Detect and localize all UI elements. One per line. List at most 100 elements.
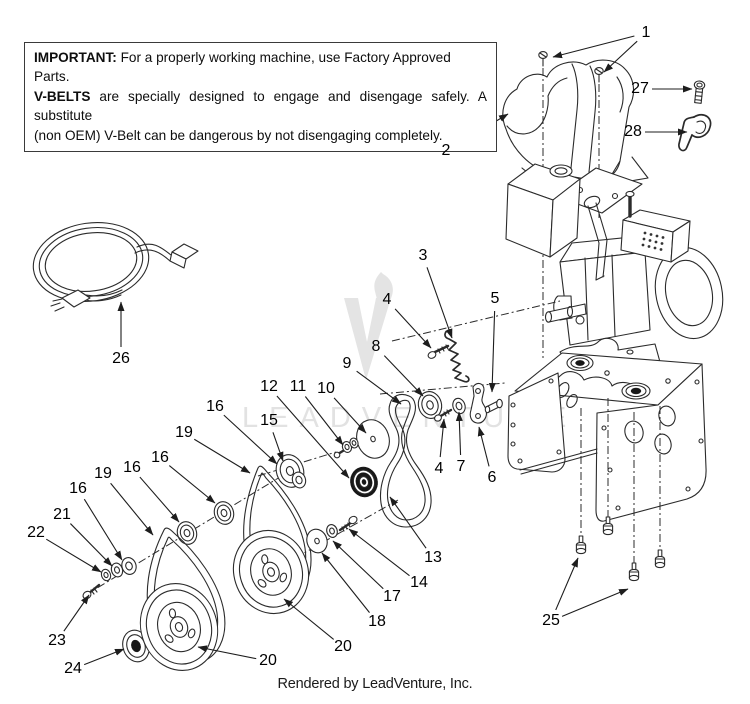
leader-arrow	[70, 523, 113, 567]
washer-17	[326, 524, 338, 538]
carriage-bolt	[575, 535, 587, 555]
leader-arrow	[321, 552, 370, 613]
leader-arrow	[383, 355, 424, 397]
leader-arrow	[83, 498, 123, 561]
carriage-bolt	[628, 562, 640, 582]
footer-credit: Rendered by LeadVenture, Inc.	[277, 676, 473, 692]
fuel-tank	[505, 163, 643, 258]
part-number-label: 4	[434, 460, 444, 477]
leader-arrow	[488, 310, 496, 393]
part-number-label: 13	[424, 549, 442, 566]
carriage-bolt	[602, 516, 614, 536]
idler-pulley-8	[417, 391, 443, 419]
callout-leader-lines	[46, 35, 693, 666]
warning-line-2: V-BELTS are specially designed to engage…	[34, 88, 487, 124]
leader-arrow	[439, 418, 447, 458]
leader-arrow	[46, 538, 102, 573]
part-number-label: 15	[260, 412, 278, 429]
washer-21	[110, 562, 124, 578]
pivot-pin-5	[484, 398, 503, 414]
part-number-label: 10	[317, 380, 335, 397]
leader-arrow	[110, 482, 154, 536]
part-number-label: 26	[112, 350, 130, 367]
part-number-label: 4	[382, 291, 392, 308]
warning-vbelts-label: V-BELTS	[34, 88, 91, 104]
flanged-washer-16	[213, 501, 235, 525]
warning-important-label: IMPORTANT:	[34, 50, 117, 65]
part-number-label: 2	[441, 142, 451, 159]
wire-clip-28	[678, 113, 712, 152]
part-number-label: 16	[206, 398, 224, 415]
leader-arrow	[272, 432, 284, 462]
leader-arrow	[333, 397, 367, 434]
part-number-label: 19	[175, 424, 193, 441]
washer-22	[100, 568, 112, 582]
leader-arrow	[168, 465, 216, 504]
part-number-label: 22	[27, 524, 45, 541]
leader-arrow	[552, 35, 635, 59]
part-number-label: 18	[368, 613, 386, 630]
part-number-label: 14	[410, 574, 428, 591]
part-number-label: 5	[490, 290, 500, 307]
nut-bolt-11	[333, 437, 359, 459]
leader-arrow	[276, 395, 350, 479]
part-number-label: 16	[123, 459, 141, 476]
frame	[507, 352, 707, 522]
leader-arrow	[426, 267, 453, 339]
pulley-20	[139, 582, 219, 672]
leader-arrow	[455, 411, 463, 456]
frame-bolts	[575, 398, 666, 582]
warning-box: IMPORTANT: For a properly working machin…	[24, 42, 497, 153]
carriage-bolt	[654, 549, 666, 569]
idler-bolt	[434, 408, 453, 422]
bolt-14	[338, 515, 358, 532]
leader-arrow	[394, 308, 432, 349]
leader-arrow	[304, 396, 344, 446]
leader-arrow	[197, 645, 257, 660]
dipstick-handle	[583, 195, 608, 281]
part-number-label: 20	[334, 638, 352, 655]
part-number-label: 12	[260, 378, 278, 395]
part-number-label: 8	[371, 338, 381, 355]
leader-arrow	[348, 528, 410, 577]
part-number-label: 7	[456, 458, 466, 475]
leader-arrow	[83, 648, 125, 666]
part-number-label: 19	[94, 465, 112, 482]
leader-arrow	[283, 598, 335, 640]
tension-spring	[444, 329, 470, 383]
power-cord	[32, 221, 199, 312]
crankshaft-stub	[544, 303, 587, 323]
grooved-idler-12	[350, 466, 378, 498]
warning-line-1: IMPORTANT: For a properly working machin…	[34, 50, 451, 85]
leadventure-flame-logo	[344, 272, 393, 380]
spring-bolt	[427, 344, 450, 359]
part-number-label: 3	[418, 247, 428, 264]
leader-arrow	[193, 438, 251, 474]
flanged-washer-16	[291, 471, 307, 489]
part-number-label: 20	[259, 652, 277, 669]
part-number-label: 16	[151, 449, 169, 466]
flanged-washer-16	[176, 521, 198, 545]
part-number-label: 16	[69, 480, 87, 497]
leader-arrow	[356, 370, 402, 405]
leader-arrow	[332, 540, 384, 590]
part-number-label: 23	[48, 632, 66, 649]
part-number-label: 28	[624, 123, 642, 140]
part-number-label: 17	[383, 588, 401, 605]
warning-line-3: (non OEM) V-Belt can be dangerous by not…	[34, 127, 443, 143]
part-number-label: 6	[487, 469, 497, 486]
leader-arrow	[139, 476, 180, 523]
leader-arrow	[389, 496, 427, 549]
part-number-label: 27	[631, 80, 649, 97]
leader-arrow	[63, 594, 90, 632]
blower-housing	[654, 246, 724, 340]
part-number-label: 25	[542, 612, 560, 629]
muffler	[620, 209, 691, 263]
bolt-23	[82, 583, 101, 600]
part-number-label: 21	[53, 506, 71, 523]
bolt-27	[693, 80, 706, 104]
pulley-20	[232, 529, 310, 615]
engine-assembly	[544, 190, 724, 373]
